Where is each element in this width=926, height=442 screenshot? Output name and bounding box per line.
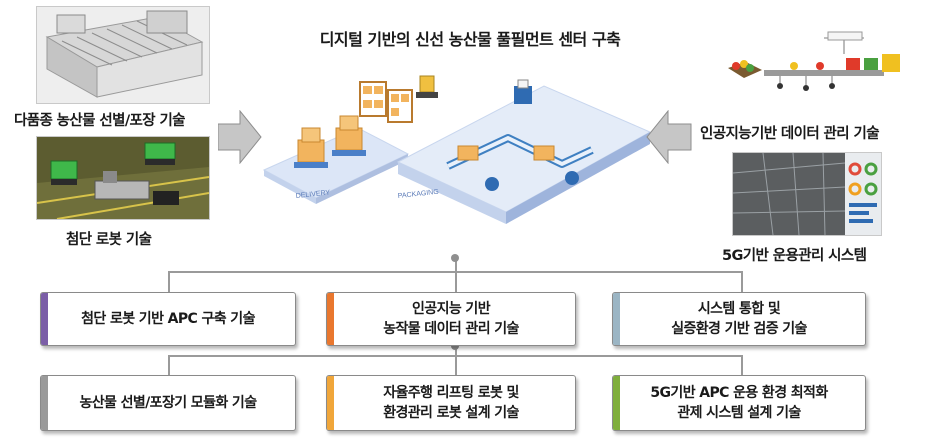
left-arrow-icon	[646, 110, 692, 164]
box-line: 5G기반 APC 운용 환경 최적화	[650, 385, 828, 401]
tech-box-robot-apc: 첨단 로봇 기반 APC 구축 기술	[40, 292, 296, 346]
box-line: 시스템 통합 및	[697, 301, 781, 317]
diagram-title: 디지털 기반의 신선 농산물 풀필먼트 센터 구축	[319, 30, 621, 49]
robot-image	[36, 136, 210, 220]
data-flow-image	[724, 28, 904, 112]
box-line: 실증환경 기반 검증 기술	[671, 321, 807, 337]
box-line: 농작물 데이터 관리 기술	[383, 321, 519, 337]
box-line: 인공지능 기반	[412, 301, 491, 317]
accent-bar	[327, 293, 334, 345]
tech-box-5g-control: 5G기반 APC 운용 환경 최적화 관제 시스템 설계 기술	[612, 375, 866, 431]
tech-box-system-integration: 시스템 통합 및 실증환경 기반 검증 기술	[612, 292, 866, 346]
accent-bar	[41, 376, 48, 430]
operations-dashboard-image	[732, 152, 882, 236]
fulfillment-center-illustration: DELIVERY PACKAGING	[262, 62, 652, 238]
right-arrow-icon	[218, 110, 262, 164]
box-line: 농산물 선별/포장기 모듈화 기술	[79, 395, 258, 411]
box-line: 자율주행 리프팅 로봇 및	[383, 385, 519, 401]
tech-box-lifting-robot: 자율주행 리프팅 로봇 및 환경관리 로봇 설계 기술	[326, 375, 576, 431]
accent-bar	[613, 293, 620, 345]
box-line: 환경관리 로봇 설계 기술	[383, 405, 519, 421]
tech-label-advanced-robot: 첨단 로봇 기술	[66, 232, 152, 248]
tech-box-sorter-modular: 농산물 선별/포장기 모듈화 기술	[40, 375, 296, 431]
accent-bar	[41, 293, 48, 345]
accent-bar	[613, 376, 620, 430]
box-line: 관제 시스템 설계 기술	[677, 405, 801, 421]
tech-label-sorting-packaging: 다품종 농산물 선별/포장 기술	[14, 113, 186, 129]
delivery-label: DELIVERY	[295, 189, 330, 200]
tech-label-5g-operations: 5G기반 운용관리 시스템	[722, 248, 867, 264]
tech-label-ai-data-management: 인공지능기반 데이터 관리 기술	[700, 126, 880, 142]
sorting-machine-image	[36, 6, 210, 104]
tech-box-ai-crop-data: 인공지능 기반 농작물 데이터 관리 기술	[326, 292, 576, 346]
box-line: 첨단 로봇 기반 APC 구축 기술	[81, 311, 255, 327]
packaging-label: PACKAGING	[397, 189, 439, 200]
accent-bar	[327, 376, 334, 430]
